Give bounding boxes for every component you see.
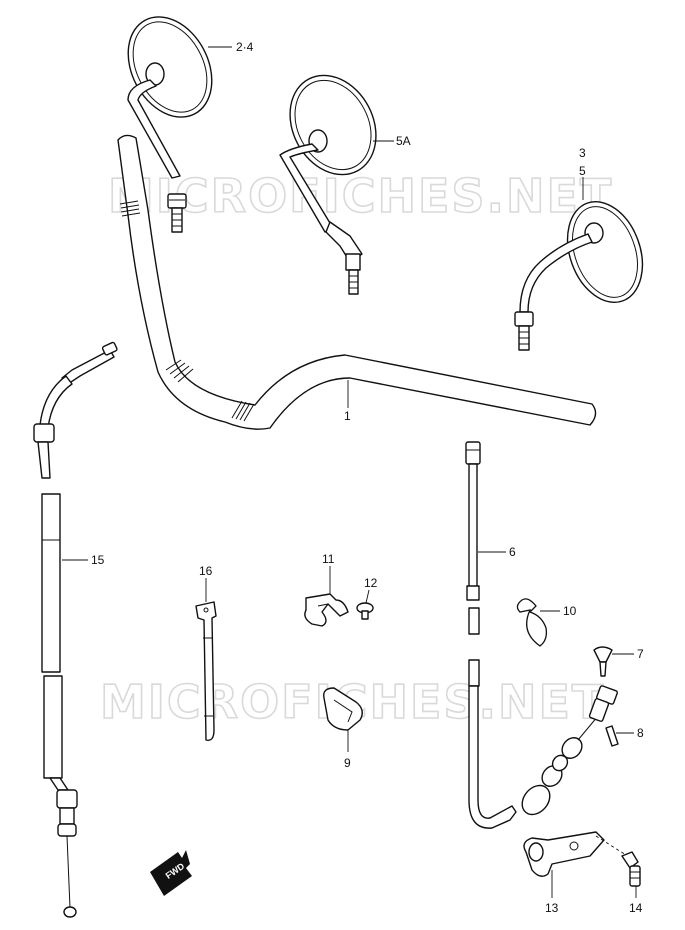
label-part-11: 11	[322, 552, 335, 566]
mirror-right-part-3-5[interactable]	[514, 191, 656, 351]
mirror-left-part-2-4[interactable]	[112, 2, 229, 233]
label-part-16: 16	[199, 564, 213, 578]
watermark-top: MICROFICHES.NET	[108, 169, 613, 223]
pin-part-8[interactable]	[605, 725, 619, 747]
bolt-part-14[interactable]	[621, 851, 641, 887]
cable-part-6[interactable]	[465, 441, 599, 829]
label-part-12: 12	[364, 576, 378, 590]
label-part-8: 8	[637, 726, 644, 740]
label-part-6: 6	[509, 545, 516, 559]
mirror-center-part-5a[interactable]	[273, 60, 392, 295]
label-part-10: 10	[563, 604, 577, 618]
label-part-13: 13	[545, 901, 559, 915]
handlebar-part-1[interactable]	[117, 134, 597, 430]
cable-adjuster[interactable]	[588, 685, 618, 722]
cable-part-15[interactable]	[33, 341, 118, 918]
clip-part-10[interactable]	[516, 598, 548, 647]
label-part-7: 7	[637, 647, 644, 661]
label-part-5: 5	[579, 164, 586, 178]
label-part-1: 1	[344, 409, 351, 423]
label-part-2-4: 2·4	[236, 40, 254, 54]
plug-part-7[interactable]	[593, 646, 613, 677]
label-part-5a: 5A	[396, 134, 411, 148]
label-part-3: 3	[579, 146, 586, 160]
bracket-part-11[interactable]	[304, 593, 349, 627]
label-part-14: 14	[629, 901, 643, 915]
leader-lines	[62, 46, 637, 898]
strap-part-16[interactable]	[195, 601, 217, 741]
label-part-15: 15	[91, 553, 105, 567]
label-part-9: 9	[344, 756, 351, 770]
lever-bracket-part-13[interactable]	[523, 831, 605, 877]
screw-part-12[interactable]	[356, 602, 374, 620]
cover-part-9[interactable]	[323, 687, 363, 731]
fwd-arrow-icon: FWD	[150, 850, 192, 896]
